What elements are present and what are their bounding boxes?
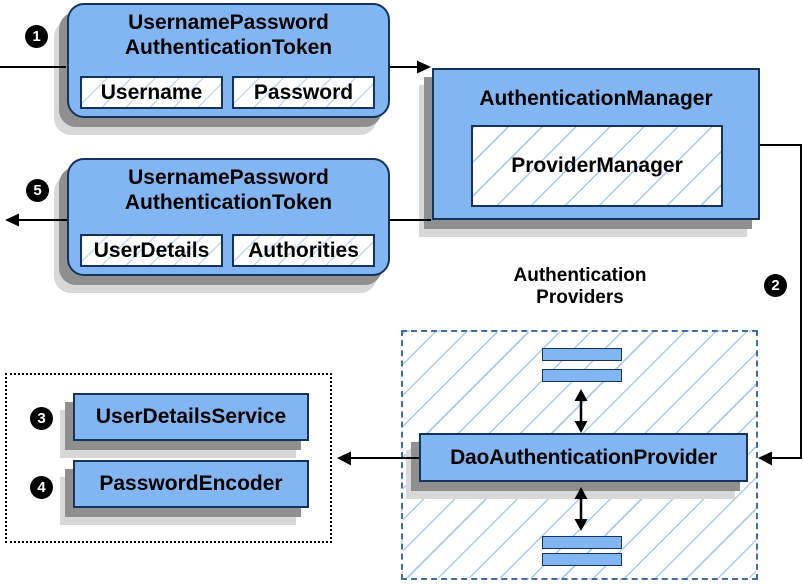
provider-stack-bar xyxy=(542,536,622,549)
provider-stack-bar xyxy=(542,369,622,382)
authorities-field-box: Authorities xyxy=(232,234,375,267)
authentication-manager-box: AuthenticationManager ProviderManager xyxy=(432,68,760,220)
arrowhead-left-icon xyxy=(5,213,19,227)
response-token-title: UsernamePassword AuthenticationToken xyxy=(124,166,333,214)
authentication-manager-title: AuthenticationManager xyxy=(479,87,713,110)
arrowhead-left-icon xyxy=(337,451,351,466)
password-encoder-box: PasswordEncoder xyxy=(73,460,309,508)
response-token-fields: UserDetails Authorities xyxy=(80,234,375,267)
step-2-badge: 2 xyxy=(764,274,787,297)
user-details-field-box: UserDetails xyxy=(80,234,223,267)
response-authentication-token-box: UsernamePassword AuthenticationToken Use… xyxy=(67,158,390,276)
provider-stack-bar xyxy=(542,553,622,566)
user-details-service-box: UserDetailsService xyxy=(73,393,309,441)
password-field-box: Password xyxy=(232,76,375,109)
authentication-providers-area: DaoAuthenticationProvider xyxy=(401,330,758,580)
manager-to-provider-line xyxy=(760,144,802,459)
step-4-badge: 4 xyxy=(30,476,53,499)
step-1-badge: 1 xyxy=(25,25,48,48)
step-5-badge: 5 xyxy=(26,179,49,202)
request-authentication-token-box: UsernamePassword AuthenticationToken Use… xyxy=(67,3,390,118)
dao-authentication-provider-box: DaoAuthenticationProvider xyxy=(419,433,748,482)
request-token-title: UsernamePassword AuthenticationToken xyxy=(124,11,333,59)
request-token-fields: Username Password xyxy=(80,76,375,109)
provider-manager-box: ProviderManager xyxy=(471,125,723,207)
username-field-box: Username xyxy=(80,76,223,109)
arrowhead-right-icon xyxy=(417,60,431,74)
authentication-providers-label: Authentication Providers xyxy=(513,265,647,308)
arrowhead-left-icon xyxy=(758,451,772,466)
step-3-badge: 3 xyxy=(30,407,53,430)
services-group-box xyxy=(5,373,332,543)
provider-stack-bar xyxy=(542,348,622,361)
